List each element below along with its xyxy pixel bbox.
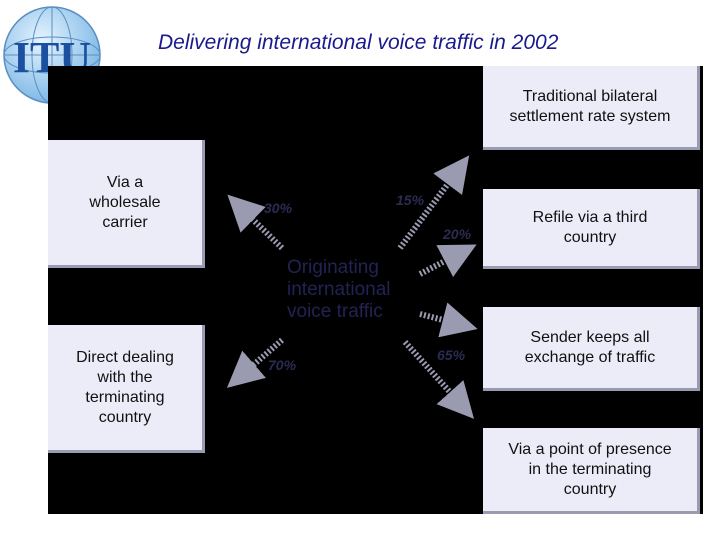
arrow-to-refile [418, 244, 477, 278]
pct-bilateral: 15% [396, 192, 425, 208]
box-point-of-presence: Via a point of presence in the terminati… [483, 428, 700, 514]
arrow-to-wholesale [227, 194, 285, 251]
pct-refile: 20% [443, 226, 472, 242]
page-title: Delivering international voice traffic i… [158, 31, 559, 54]
pct-direct: 70% [268, 357, 297, 373]
box-wholesale-carrier: Via a wholesale carrier [48, 140, 205, 268]
box-bilateral-settlement: Traditional bilateral settlement rate sy… [483, 66, 700, 150]
itu-logo: ITU [3, 6, 101, 104]
pct-pop: 65% [437, 347, 466, 363]
box-direct-dealing: Direct dealing with the terminating coun… [48, 325, 205, 453]
center-line-3: voice traffic [287, 301, 383, 322]
box-sender-keeps-all: Sender keeps all exchange of traffic [483, 307, 700, 391]
arrow-to-pop [402, 339, 475, 419]
pct-wholesale: 30% [264, 200, 293, 216]
center-line-1: Originating [287, 257, 379, 278]
center-line-2: international [287, 279, 391, 300]
arrow-to-bilateral [397, 155, 470, 250]
center-label: Originating international voice traffic [287, 257, 427, 323]
box-refile: Refile via a third country [483, 189, 700, 269]
